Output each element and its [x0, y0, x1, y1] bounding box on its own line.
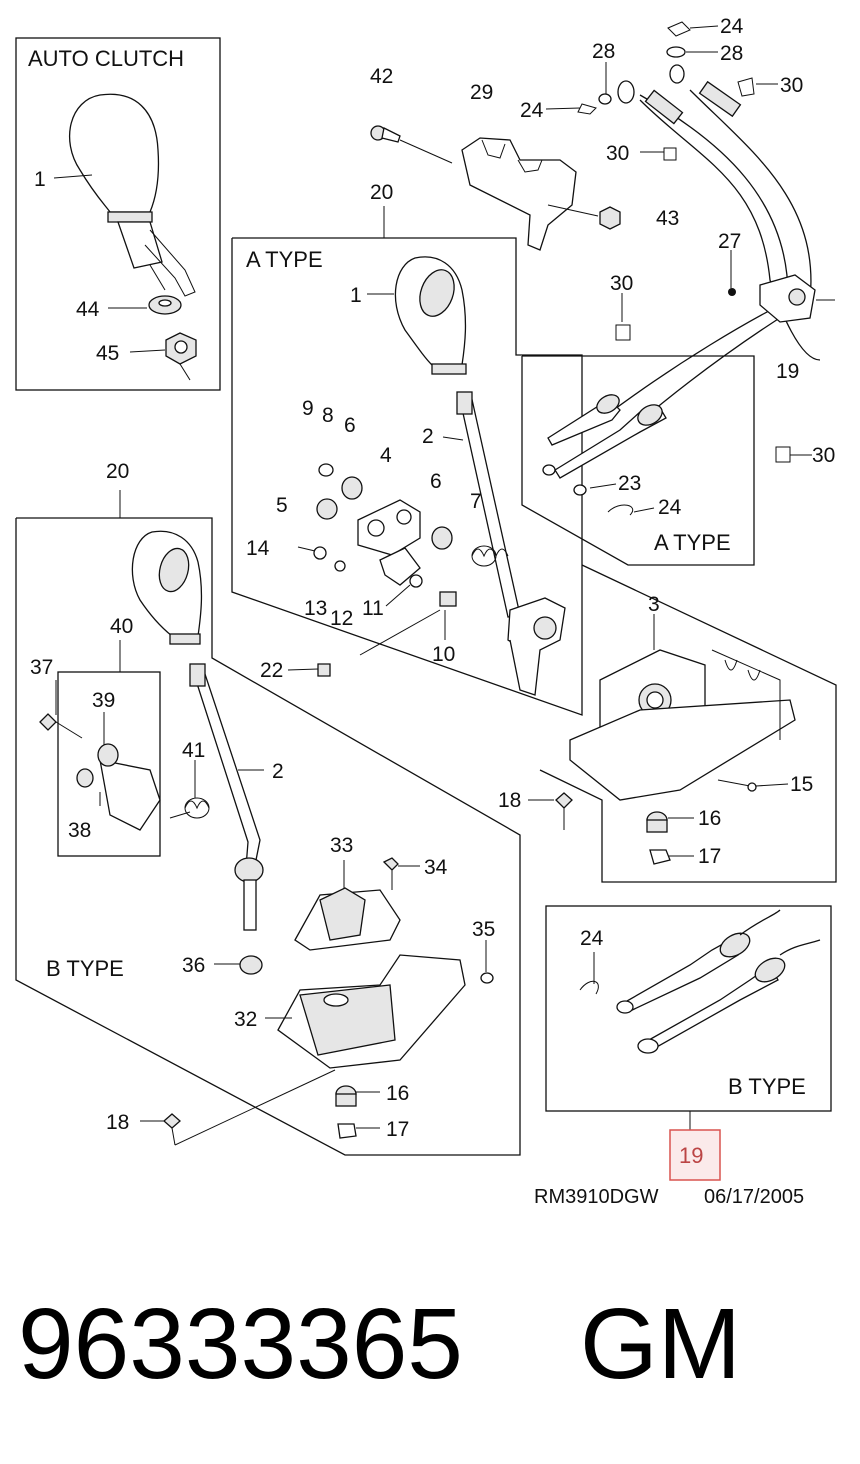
callout-20: 20 — [106, 460, 129, 483]
cable-assembly — [370, 21, 835, 463]
callout-37: 37 — [30, 656, 53, 679]
callout-24: 24 — [658, 496, 682, 519]
callout-27: 27 — [718, 230, 741, 253]
callout-19: 19 — [776, 360, 799, 383]
callout-6: 6 — [430, 470, 442, 493]
callout-17: 17 — [698, 845, 721, 868]
callout-6: 6 — [344, 414, 356, 437]
callout-30: 30 — [606, 142, 629, 165]
b-type-shifter-panel: B TYPE — [15, 206, 521, 1156]
callout-24: 24 — [580, 927, 604, 950]
housing-panel — [287, 564, 837, 883]
callout-3: 3 — [648, 593, 660, 616]
callout-14: 14 — [246, 537, 270, 560]
auto-clutch-knob — [68, 93, 160, 213]
callout-16: 16 — [386, 1082, 409, 1105]
part-number-block: 96333365 GM — [18, 1288, 741, 1400]
callout-39: 39 — [92, 689, 115, 712]
callout-29: 29 — [470, 81, 493, 104]
callout-12: 12 — [330, 607, 353, 630]
callout-9: 9 — [302, 397, 314, 420]
callout-28: 28 — [720, 42, 743, 65]
callout-22: 22 — [260, 659, 283, 682]
callout-44: 44 — [76, 298, 100, 321]
callout-30: 30 — [610, 272, 633, 295]
bracket-29 — [461, 137, 577, 251]
b-type-cable-title: B TYPE — [728, 1074, 806, 1099]
a-type-bracket — [357, 499, 421, 556]
callout-18: 18 — [498, 789, 521, 812]
callout-36: 36 — [182, 954, 205, 977]
a-type-cable-title: A TYPE — [654, 530, 731, 555]
callout-8: 8 — [322, 404, 334, 427]
callout-45: 45 — [96, 342, 119, 365]
auto-clutch-title: AUTO CLUTCH — [28, 46, 184, 71]
highlight-label: 19 — [679, 1143, 703, 1168]
callout-2: 2 — [272, 760, 284, 783]
a-type-lever — [458, 394, 521, 618]
callout-1: 1 — [350, 284, 362, 307]
callout-20: 20 — [370, 181, 393, 204]
highlight-box — [669, 1129, 721, 1181]
callout-42: 42 — [370, 65, 393, 88]
callout-5: 5 — [276, 494, 288, 517]
callout-41: 41 — [182, 739, 205, 762]
callout-13: 13 — [304, 597, 327, 620]
b-type-cable-panel: B TYPE — [545, 905, 832, 1130]
callout-10: 10 — [432, 643, 455, 666]
callout-16: 16 — [698, 807, 721, 830]
callout-1: 1 — [34, 168, 46, 191]
grommet-19 — [759, 274, 816, 323]
callout-2: 2 — [422, 425, 434, 448]
part-number: 96333365 — [18, 1288, 463, 1400]
highlighted-part: 19 — [669, 1129, 721, 1181]
callout-35: 35 — [472, 918, 495, 941]
a-type-shifter-title: A TYPE — [246, 247, 323, 272]
callout-24: 24 — [520, 99, 544, 122]
callout-17: 17 — [386, 1118, 409, 1141]
callout-34: 34 — [424, 856, 448, 879]
reference-date: 06/17/2005 — [704, 1186, 804, 1208]
callout-11: 11 — [362, 597, 384, 620]
callout-7: 7 — [470, 490, 482, 513]
callout-labels: 24 28 30 28 24 30 42 29 43 20 27 30 1 19… — [30, 15, 835, 1141]
callout-28: 28 — [592, 40, 615, 63]
callout-30: 30 — [780, 74, 803, 97]
reference-footer: RM3910DGW 06/17/2005 — [534, 1186, 804, 1208]
callout-38: 38 — [68, 819, 91, 842]
b-type-shifter-title: B TYPE — [46, 956, 124, 981]
callout-32: 32 — [234, 1008, 257, 1031]
callout-43: 43 — [656, 207, 679, 230]
callout-30: 30 — [812, 444, 835, 467]
a-type-cable-panel: A TYPE — [521, 355, 755, 566]
reference-code: RM3910DGW — [534, 1186, 659, 1208]
callout-24: 24 — [720, 15, 744, 38]
callout-18: 18 — [106, 1111, 129, 1134]
brand-name: GM — [580, 1288, 741, 1400]
auto-clutch-panel: AUTO CLUTCH — [15, 37, 221, 391]
callout-23: 23 — [618, 472, 641, 495]
callout-33: 33 — [330, 834, 353, 857]
a-type-shifter-panel: A TYPE — [231, 237, 583, 716]
callout-40: 40 — [110, 615, 133, 638]
callout-15: 15 — [790, 773, 813, 796]
callout-4: 4 — [380, 444, 392, 467]
